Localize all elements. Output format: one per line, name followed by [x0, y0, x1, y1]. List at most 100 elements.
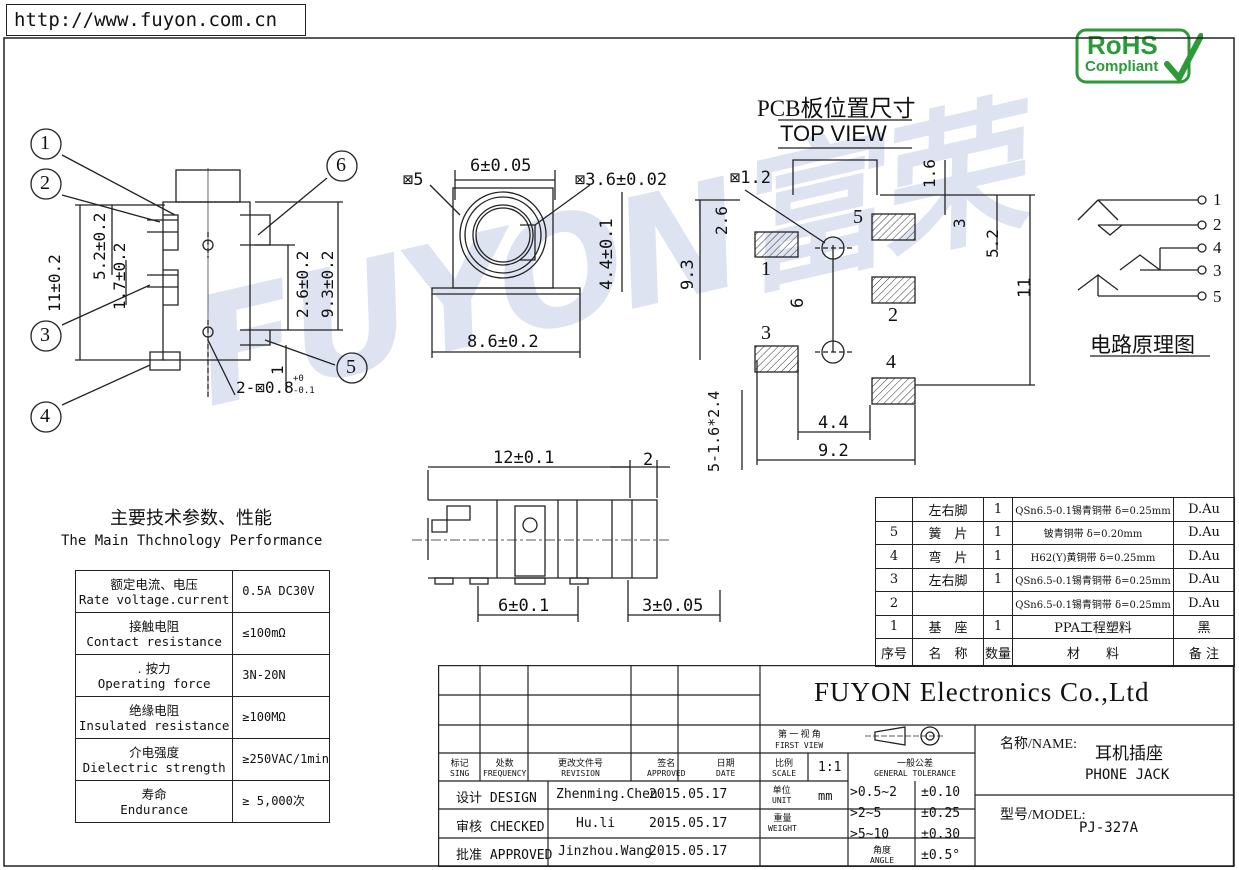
callout-6: 6: [336, 154, 346, 176]
dim-6-front: 6±0.05: [470, 156, 532, 176]
perf-label-cn: 寿命: [141, 786, 167, 802]
bom-note: D.Au: [1173, 520, 1235, 545]
circuit-diagram: [1077, 195, 1210, 357]
unit-value: mm: [818, 789, 833, 803]
bom-note: 黑: [1173, 614, 1235, 639]
bom-no: 5: [875, 520, 913, 545]
bom-header-qty: 数量: [983, 638, 1013, 667]
callout-4: 4: [40, 405, 50, 427]
signoff-date: 2015.05.17: [649, 816, 728, 831]
circuit-pin-4: 4: [1213, 238, 1222, 257]
signoff-name: Hu.li: [576, 816, 616, 831]
rev-header-cn: 签名: [657, 759, 676, 769]
side-view: [30, 128, 368, 433]
bom-no: 2: [875, 591, 913, 616]
unit-label-en: UNIT: [772, 796, 792, 805]
perf-value: ≤100mΩ: [232, 612, 330, 655]
perf-label-en: Contact resistance: [86, 633, 222, 649]
perf-value: ≥100MΩ: [232, 696, 330, 739]
bom-material: 铍青铜带 δ=0.20mm: [1012, 520, 1174, 545]
scale-value: 1:1: [818, 760, 842, 775]
perf-value: ≥ 5,000次: [232, 780, 330, 823]
top-view-title-cn: PCB板位置尺寸: [757, 96, 916, 121]
bom-qty: 1: [983, 520, 1013, 545]
bom-note: D.Au: [1173, 544, 1235, 569]
tolerance-value: ±0.30: [921, 827, 961, 842]
perf-label-en: Insulated resistance: [78, 717, 230, 733]
dim-hole-tol-bottom: -0.1: [293, 386, 315, 396]
perf-label-en: Dielectric strength: [82, 759, 226, 775]
rev-header-en: APPROVED: [647, 769, 686, 778]
dim-4-4-top: 4.4: [818, 413, 849, 433]
bom-header-name: 名 称: [912, 638, 984, 667]
dim-2-6-top: 2.6: [712, 206, 731, 235]
model-label: 型号/MODEL:: [1000, 808, 1086, 823]
dim-9-3: 9.3±0.2: [318, 250, 337, 318]
dim-9-3-top: 9.3: [678, 259, 698, 290]
signoff-date: 2015.05.17: [649, 787, 728, 802]
pad-label-2: 2: [888, 304, 898, 326]
bom-header-row: 序号名 称数量材 料备 注: [875, 638, 1235, 667]
bom-note: D.Au: [1173, 497, 1235, 522]
bom-header-material: 材 料: [1012, 638, 1174, 667]
dim-9-2: 9.2: [818, 441, 849, 461]
callout-3: 3: [40, 324, 50, 346]
product-name-cn: 耳机插座: [1095, 744, 1163, 763]
rev-header-en: SING: [450, 769, 470, 778]
signoff-date: 2015.05.17: [649, 844, 728, 859]
dim-sq5: ⊠5: [403, 170, 424, 190]
circuit-pin-2: 2: [1213, 215, 1222, 234]
pad-label-3: 3: [761, 322, 771, 344]
pad-label-4: 4: [886, 351, 896, 373]
dim-1-7: 1.7±0.2: [110, 242, 129, 310]
rev-header-en: FREQUENCY: [483, 769, 527, 778]
scale-label-en: SCALE: [772, 769, 797, 778]
bom-name: [912, 591, 984, 616]
signoff-name: Jinzhou.Wang: [558, 844, 652, 859]
top-view-pads: [754, 213, 916, 405]
bottom-view: [412, 460, 721, 622]
bom-note: D.Au: [1173, 591, 1235, 616]
perf-label-cn: 额定电流、电压: [110, 576, 198, 592]
bom-name: 簧 片: [912, 520, 984, 545]
bom-qty: [983, 591, 1013, 616]
bom-qty: 1: [983, 497, 1013, 522]
url-label: http://www.fuyon.com.cn: [6, 4, 306, 36]
perf-value: 0.5A DC30V: [232, 570, 330, 613]
rohs-title: RoHS: [1087, 30, 1158, 60]
first-view-cn: 第 一 视 角: [778, 729, 821, 739]
top-view: [695, 119, 1035, 470]
front-view: [429, 170, 623, 358]
signoff-role: 审核 CHECKED: [456, 820, 545, 835]
bom-material: PPA工程塑料: [1012, 614, 1174, 639]
dim-11: 11±0.2: [45, 254, 64, 312]
tolerance-range: >5~10: [850, 827, 890, 842]
pad-label-5: 5: [853, 206, 863, 228]
dim-5-2: 5.2±0.2: [90, 212, 109, 280]
bom-material: QSn6.5-0.1锡青铜带 δ=0.25mm: [1012, 591, 1174, 616]
circuit-label: 电路原理图: [1090, 333, 1195, 357]
bom-name: 弯 片: [912, 544, 984, 569]
product-name-en: PHONE JACK: [1085, 767, 1170, 783]
